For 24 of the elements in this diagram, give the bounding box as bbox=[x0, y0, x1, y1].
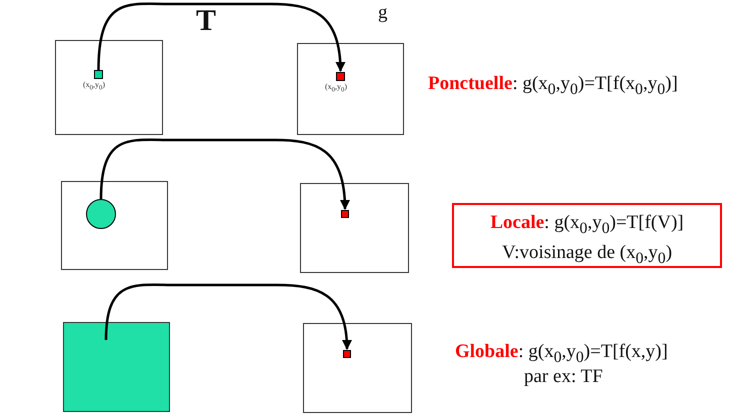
coordinate-label: (x$_{0}$,y$_{0}$) bbox=[325, 82, 347, 94]
pixel-marker bbox=[341, 210, 349, 218]
formula-panel bbox=[452, 203, 722, 268]
pixel-marker bbox=[94, 70, 103, 79]
operator-symbol: T bbox=[196, 4, 216, 38]
image-frame bbox=[297, 43, 404, 135]
image-frame bbox=[303, 323, 412, 413]
curved-arrow bbox=[97, 2, 346, 72]
filled-image-frame bbox=[63, 322, 170, 412]
curved-arrow bbox=[104, 283, 352, 350]
image-frame bbox=[61, 181, 168, 270]
pixel-marker bbox=[343, 350, 351, 358]
neighborhood-circle bbox=[86, 199, 116, 229]
formula-text: par ex: TF bbox=[524, 366, 603, 388]
formula-text: V:voisinage de (x$_{0}$,y$_{0}$) bbox=[500, 240, 674, 269]
image-frame bbox=[300, 183, 409, 273]
formula-text: Locale: g(x$_{0}$,y$_{0}$)=T[f(V)] bbox=[489, 211, 685, 239]
image-label: g bbox=[378, 2, 388, 24]
formula-text: Ponctuelle: g(x$_{0}$,y$_{0}$)=T[f(x$_{0}$,y$_{0}$)] bbox=[428, 73, 678, 99]
pixel-marker bbox=[336, 72, 345, 81]
image-frame bbox=[55, 40, 163, 135]
coordinate-label: (x$_{0}$,y$_{0}$) bbox=[83, 80, 105, 92]
curved-arrow bbox=[100, 138, 350, 210]
formula-text: Globale: g(x$_{0}$,y$_{0}$)=T[f(x,y)] bbox=[455, 341, 668, 367]
